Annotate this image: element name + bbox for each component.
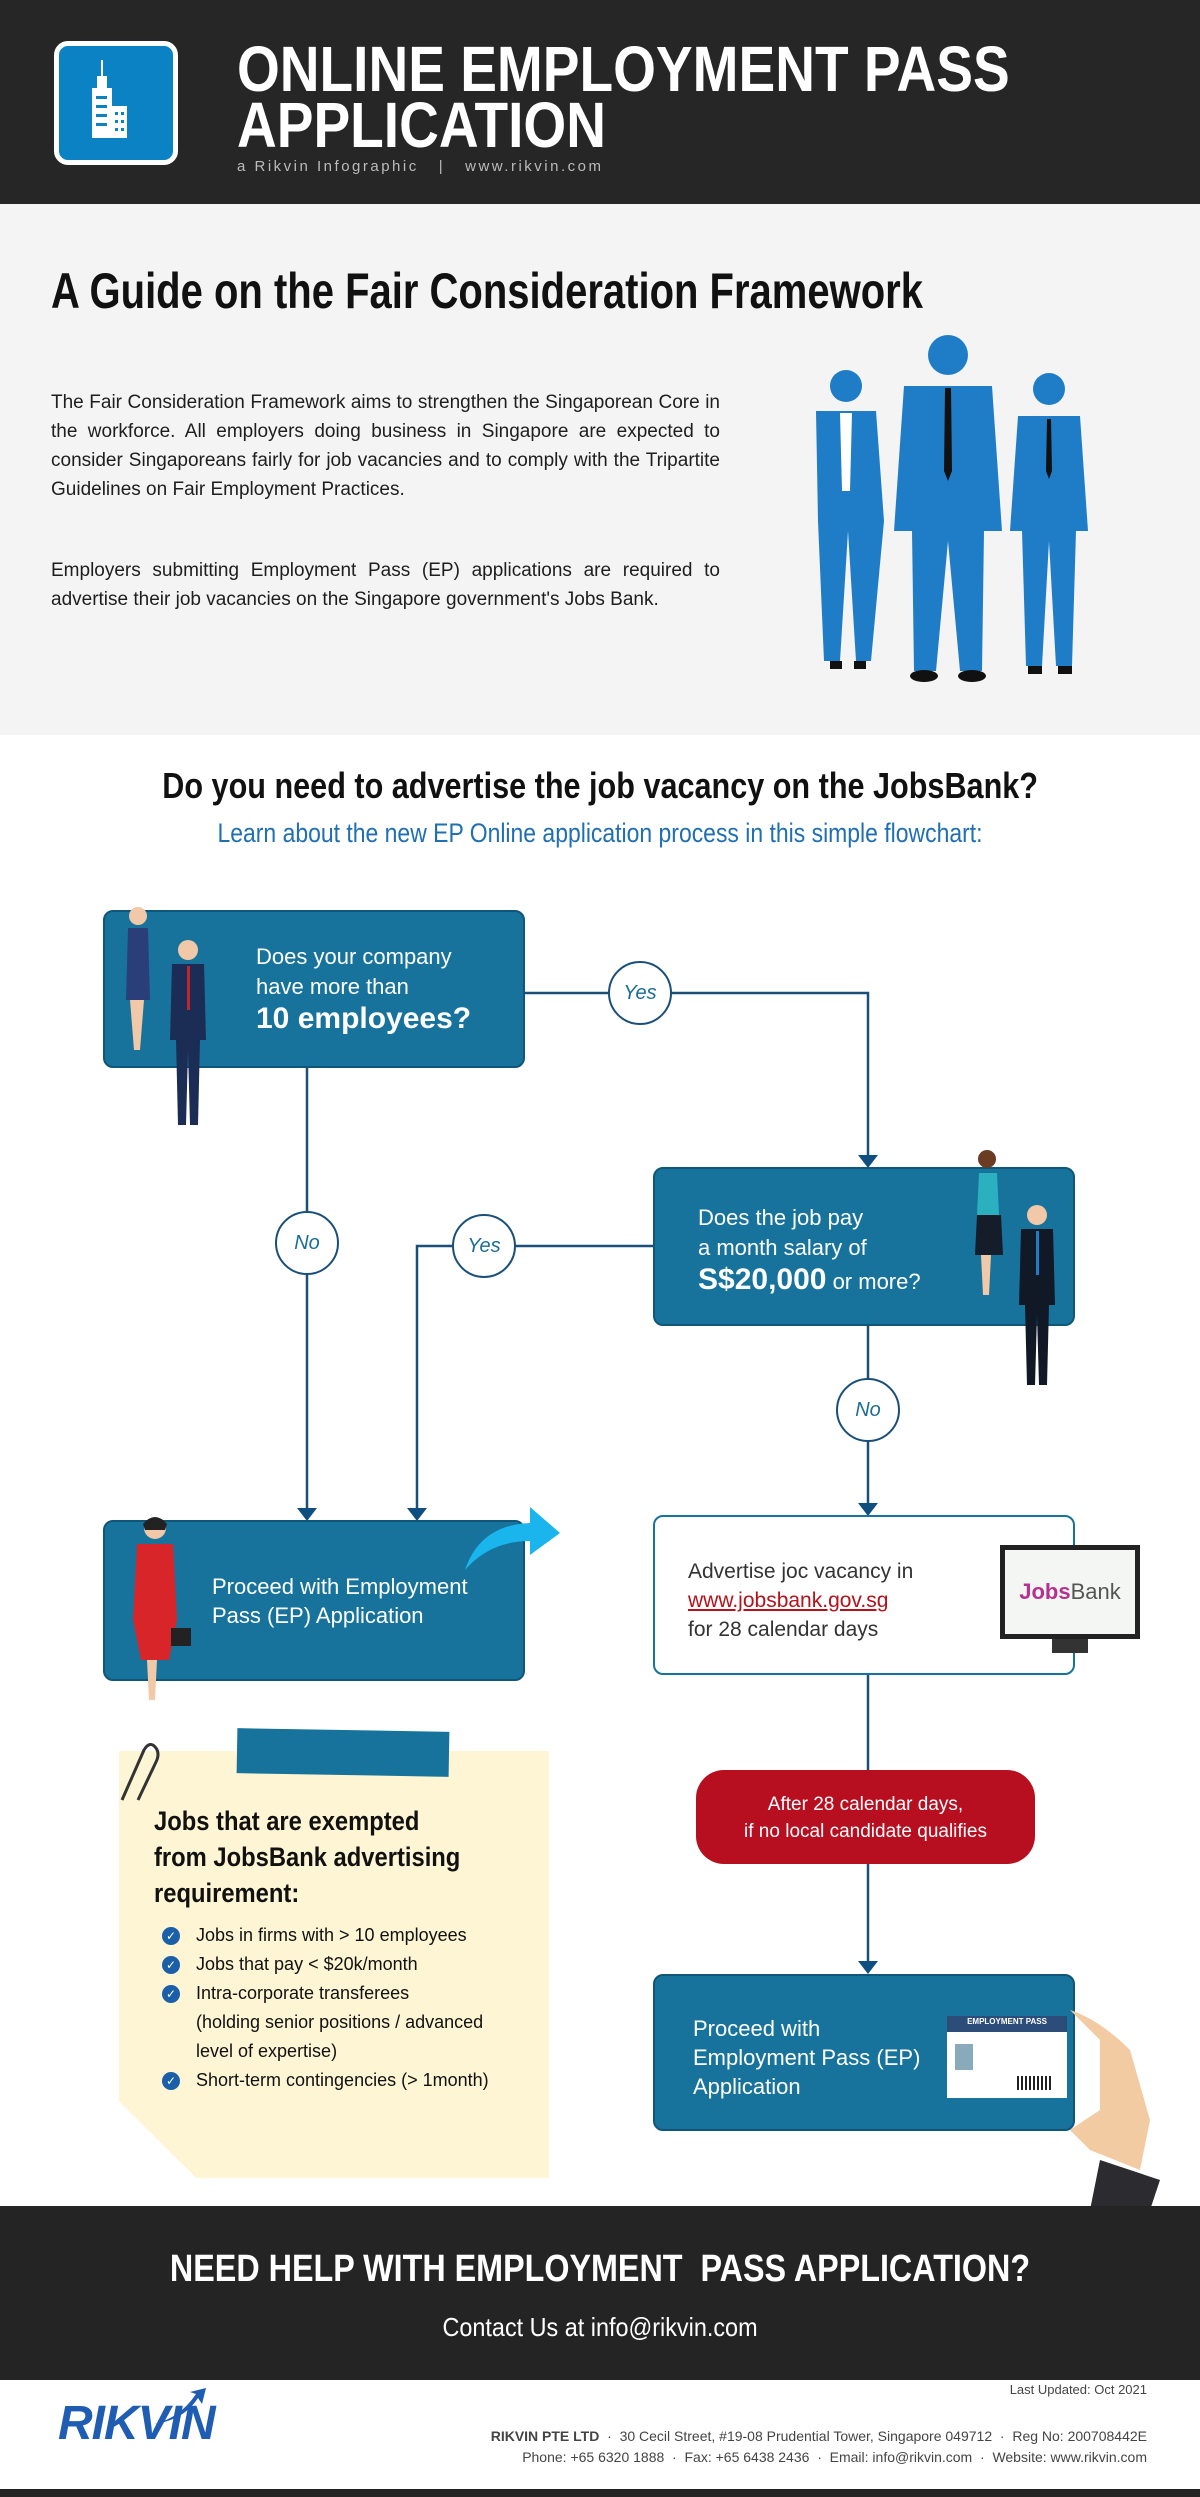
yes-label-1: Yes [608, 961, 672, 1025]
yes-label-2: Yes [452, 1214, 516, 1278]
people-illustration-q1 [126, 907, 206, 1125]
check-icon: ✓ [162, 1956, 180, 1974]
after-line1: After 28 calendar days, [767, 1794, 964, 1815]
list-item: ✓Short-term contingencies (> 1month) [162, 2066, 542, 2095]
hand-holding-card-illustration [1070, 2010, 1160, 2210]
q2-line1: Does the job pay [698, 1205, 864, 1230]
paperclip-icon [120, 1743, 160, 1801]
cta-heading: NEED HELP WITH EMPLOYMENT PASS APPLICATI… [169, 2248, 1031, 2290]
cta-section: NEED HELP WITH EMPLOYMENT PASS APPLICATI… [0, 2206, 1200, 2380]
guide-paragraph-1: The Fair Consideration Framework aims to… [51, 392, 720, 500]
check-icon: ✓ [162, 1985, 180, 2003]
flow-heading: Do you need to advertise the job vacancy… [162, 765, 1038, 806]
proceed-left-line1: Proceed with Employment [212, 1574, 468, 1599]
business-people-illustration [816, 335, 1088, 682]
proceed-right-line3: Application [693, 2074, 801, 2099]
advertise-line1: Advertise joc vacancy in [688, 1560, 914, 1583]
q1-line3: 10 employees? [256, 1002, 472, 1035]
bottom-bar [0, 2489, 1200, 2497]
monitor-stand [1052, 1639, 1088, 1653]
jobsbank-link[interactable]: www.jobsbank.gov.sg [688, 1589, 889, 1612]
people-illustration-q2 [975, 1150, 1055, 1385]
logo-arrow-icon [154, 2388, 206, 2424]
after-28-days-badge: After 28 calendar days, if no local candi… [696, 1770, 1035, 1864]
employment-pass-card-icon: EMPLOYMENT PASS [947, 2016, 1067, 2098]
proceed-right-line1: Proceed with [693, 2016, 821, 2041]
q1-line1: Does your company [256, 944, 452, 969]
flow-subheading: Learn about the new EP Online applicatio… [217, 818, 983, 848]
exemption-list: ✓Jobs in firms with > 10 employees ✓Jobs… [162, 1921, 542, 2095]
no-label-1: No [275, 1211, 339, 1275]
list-item: ✓Jobs that pay < $20k/month [162, 1950, 542, 1979]
after-line2: if no local candidate qualifies [744, 1821, 987, 1842]
q1-line2: have more than [256, 974, 409, 999]
page-title: ONLINE EMPLOYMENT PASS [237, 33, 1010, 105]
question-box-salary: Does the job pay a month salary of S$20,… [653, 1167, 1075, 1326]
businesswoman-illustration [133, 1517, 191, 1700]
tape-decoration [236, 1728, 450, 1777]
header: ONLINE EMPLOYMENT PASS APPLICATION a Rik… [0, 0, 1200, 204]
jobsbank-monitor-icon: JobsBank [1000, 1545, 1140, 1639]
footer-address: RIKVIN PTE LTD · 30 Cecil Street, #19-08… [490, 2428, 1147, 2444]
proceed-left-line2: Pass (EP) Application [212, 1603, 424, 1628]
no-label-2: No [836, 1378, 900, 1442]
check-icon: ✓ [162, 2072, 180, 2090]
page-title-line2: APPLICATION [237, 89, 606, 161]
header-subtitle: a Rikvin Infographic | www.rikvin.com [237, 158, 604, 175]
list-item: ✓Jobs in firms with > 10 employees [162, 1921, 542, 1950]
building-icon [54, 41, 178, 165]
list-item: ✓Intra-corporate transferees(holding sen… [162, 1979, 542, 2066]
q2-line2: a month salary of [698, 1235, 867, 1260]
guide-section: A Guide on the Fair Consideration Framew… [0, 204, 1200, 735]
footer-contact: Phone: +65 6320 1888 · Fax: +65 6438 243… [522, 2449, 1147, 2465]
curved-arrow-icon [465, 1507, 560, 1570]
last-updated: Last Updated: Oct 2021 [1009, 2382, 1147, 2397]
proceed-right-line2: Employment Pass (EP) [693, 2045, 921, 2070]
cta-contact[interactable]: Contact Us at info@rikvin.com [442, 2312, 758, 2342]
guide-paragraph-2: Employers submitting Employment Pass (EP… [51, 560, 720, 610]
advertise-line3: for 28 calendar days [688, 1618, 879, 1641]
q2-line3: S$20,000 or more? [698, 1263, 921, 1296]
guide-heading: A Guide on the Fair Consideration Framew… [51, 263, 923, 319]
check-icon: ✓ [162, 1927, 180, 1945]
